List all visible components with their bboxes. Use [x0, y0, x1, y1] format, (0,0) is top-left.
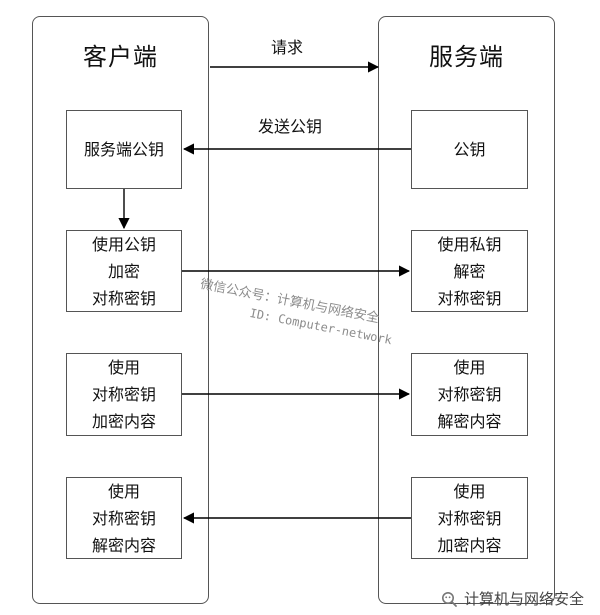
server-decrypt-symmetric-key-box: 使用私钥 解密 对称密钥 — [411, 230, 528, 312]
client-server-public-key-box: 服务端公钥 — [66, 110, 182, 189]
send-public-key-arrow-label: 发送公钥 — [258, 117, 323, 136]
server-encrypt-content-box: 使用 对称密钥 加密内容 — [411, 477, 528, 559]
client-encrypt-content-box: 使用 对称密钥 加密内容 — [66, 353, 182, 436]
client-encrypt-symmetric-key-box: 使用公钥 加密 对称密钥 — [66, 230, 182, 312]
wechat-search-icon — [441, 592, 457, 607]
server-decrypt-content-box: 使用 对称密钥 解密内容 — [411, 353, 528, 436]
footer-label: 计算机与网络安全 — [463, 589, 584, 608]
client-lane-title: 客户端 — [83, 43, 158, 71]
client-decrypt-content-box: 使用 对称密钥 解密内容 — [66, 477, 182, 559]
request-arrow-label: 请求 — [271, 38, 304, 57]
server-lane-title: 服务端 — [429, 43, 504, 71]
server-public-key-box: 公钥 — [411, 110, 528, 189]
footer-branding: 计算机与网络安全 — [440, 590, 584, 608]
watermark: 微信公众号：计算机与网络安全 ID: Computer-network — [195, 276, 397, 349]
